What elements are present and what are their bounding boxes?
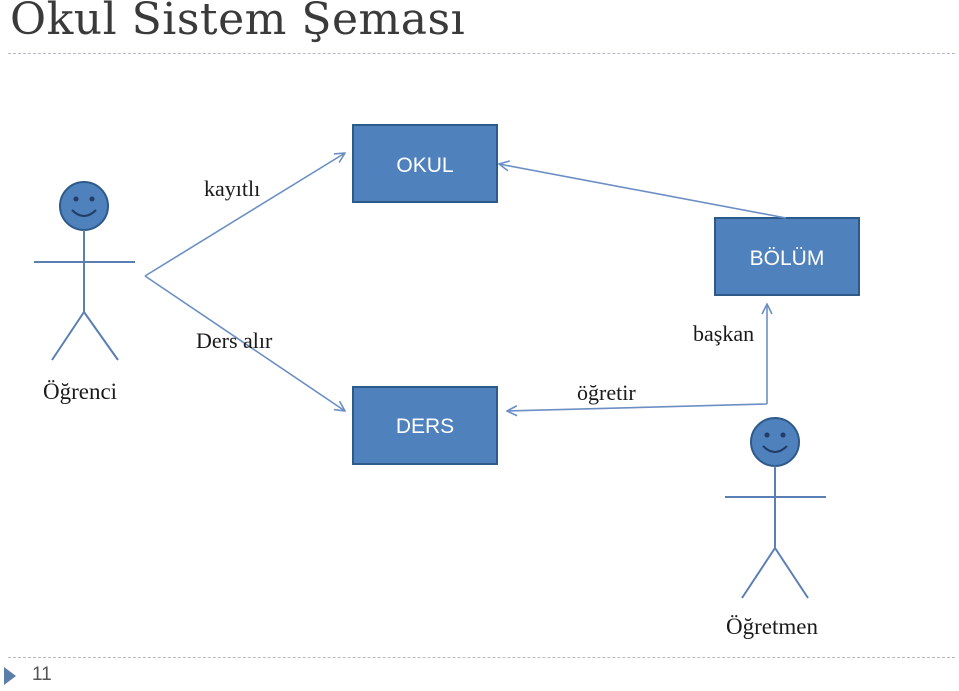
student-label: Öğrenci [43,379,117,404]
bolum-box [714,217,860,296]
teacher-label: Öğretmen [726,614,818,639]
ders-entity: DERS [352,386,498,465]
teacher-leg-right [774,547,809,599]
enrolled-arrow [144,153,345,277]
slide-title: Okul Sistem Şeması [10,0,466,45]
okul-entity: OKUL [352,124,498,203]
student-eye-left [73,196,79,202]
title-divider [8,53,955,54]
footer-divider [8,657,955,658]
teacher-smile [762,445,788,453]
teacher-eye-left [764,432,770,438]
student-leg-right [83,311,119,361]
takes-course-arrow [144,275,345,411]
teacher-head [750,417,800,467]
head-label: başkan [693,321,754,346]
teaches-arrow [507,403,768,411]
takes-course-label: Ders alır [196,328,273,353]
teacher-leg-left [741,547,776,599]
enrolled-label: kayıtlı [204,176,260,201]
footer-triangle-icon [4,667,16,685]
student-head [59,181,109,231]
teacher-actor [725,417,826,599]
student-actor [34,181,135,361]
department-to-school-arrow [499,164,787,219]
ders-box [352,386,498,465]
bolum-entity: BÖLÜM [714,217,860,296]
teacher-eye-right [780,432,786,438]
page-number: 11 [32,664,52,685]
teaches-label: öğretir [577,380,636,405]
bolum-label: BÖLÜM [750,247,825,270]
ders-label: DERS [396,415,454,438]
student-smile [71,209,97,217]
okul-box [352,124,498,203]
student-leg-left [51,311,85,361]
okul-label: OKUL [396,154,453,177]
student-eye-right [89,196,95,202]
